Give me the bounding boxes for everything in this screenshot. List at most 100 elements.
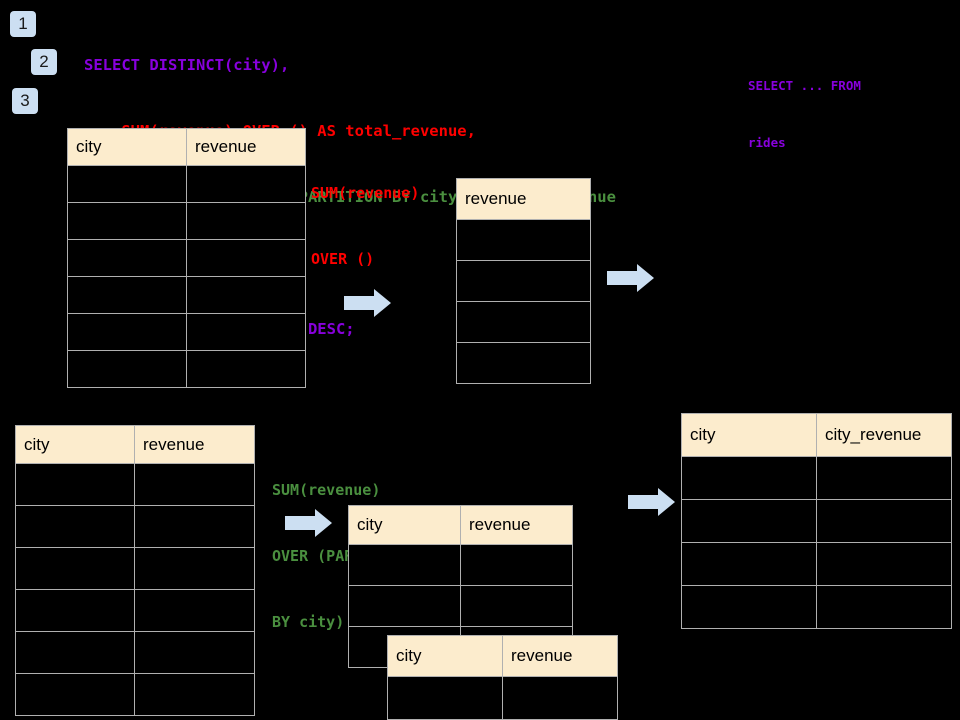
cell-city-revenue: [816, 499, 952, 543]
cell-city: [15, 505, 135, 548]
table-row: [67, 202, 306, 240]
annotation-sum-over-partition-line3: BY city): [272, 613, 345, 631]
cell-revenue: [134, 673, 255, 716]
source-table-bottom: city revenue: [15, 425, 255, 716]
annotation-sum-over-empty-line1: SUM(revenue): [311, 184, 420, 202]
table-row: [681, 585, 952, 629]
column-header-city: city: [681, 413, 817, 457]
column-header-revenue: revenue: [186, 128, 306, 166]
cell-revenue: [134, 547, 255, 590]
table-row: [67, 350, 306, 388]
annotation-sum-over-partition-line1: SUM(revenue): [272, 481, 381, 499]
cell-city: [15, 631, 135, 674]
column-header-city: city: [15, 425, 135, 464]
cell-city: [681, 456, 817, 500]
column-header-revenue: revenue: [456, 178, 591, 220]
cell-revenue: [134, 505, 255, 548]
table-header-row: city revenue: [15, 425, 255, 464]
cell-revenue: [186, 239, 306, 277]
cell-city: [15, 589, 135, 632]
table-row: [67, 165, 306, 203]
table-row: [681, 456, 952, 500]
cell-city: [67, 313, 187, 351]
arrow-partition-to-result: [628, 487, 676, 517]
cell-city: [67, 202, 187, 240]
table-header-row: city city_revenue: [681, 413, 952, 457]
column-header-revenue: revenue: [502, 635, 618, 677]
cell-revenue: [134, 463, 255, 506]
cell-city-revenue: [816, 585, 952, 629]
right-arrow-icon: [607, 264, 654, 292]
cell-city: [681, 585, 817, 629]
cell-revenue: [134, 589, 255, 632]
cell-city: [15, 547, 135, 590]
cell-revenue: [186, 276, 306, 314]
cell-revenue: [456, 342, 591, 384]
table-row: [15, 547, 255, 590]
table-row: [456, 301, 591, 343]
right-arrow-icon: [344, 289, 391, 317]
cell-city: [67, 276, 187, 314]
cell-city: [681, 542, 817, 586]
note-select-from-rides-line2: rides: [748, 135, 786, 150]
cell-city: [387, 676, 503, 720]
arrow-source-to-total: [344, 288, 392, 318]
cell-city: [681, 499, 817, 543]
step-badge-2: 2: [31, 49, 57, 75]
table-row: [15, 589, 255, 632]
column-header-city: city: [348, 505, 461, 545]
cell-city: [67, 239, 187, 277]
column-header-revenue: revenue: [134, 425, 255, 464]
table-header-row: city revenue: [67, 128, 306, 166]
cell-city: [348, 544, 461, 586]
cell-city: [67, 165, 187, 203]
cell-revenue: [186, 350, 306, 388]
total-revenue-table: revenue: [456, 178, 591, 384]
source-table-top: city revenue: [67, 128, 306, 388]
note-select-from-rides-line1: SELECT ... FROM: [748, 78, 861, 93]
table-header-row: city revenue: [387, 635, 618, 677]
table-row: [456, 342, 591, 384]
arrow-total-to-result: [607, 263, 655, 293]
cell-city-revenue: [816, 542, 952, 586]
table-row: [456, 219, 591, 261]
cell-revenue: [460, 544, 573, 586]
step-badge-3: 3: [12, 88, 38, 114]
table-row: [15, 505, 255, 548]
table-row: [348, 585, 573, 627]
cell-revenue: [186, 202, 306, 240]
table-row: [681, 499, 952, 543]
cell-city: [67, 350, 187, 388]
table-row: [15, 463, 255, 506]
table-row: [67, 239, 306, 277]
right-arrow-icon: [285, 509, 332, 537]
result-table: city city_revenue: [681, 413, 952, 629]
sql-line-1: SELECT DISTINCT(city),: [84, 56, 290, 74]
table-header-row: city revenue: [348, 505, 573, 545]
column-header-revenue: revenue: [460, 505, 573, 545]
right-arrow-icon: [628, 488, 675, 516]
table-row: [387, 676, 618, 720]
annotation-sum-over-partition: SUM(revenue) OVER (PARTITION BY city): [272, 435, 407, 677]
cell-revenue: [456, 260, 591, 302]
table-row: [67, 313, 306, 351]
cell-city: [15, 673, 135, 716]
cell-revenue: [186, 165, 306, 203]
cell-city-revenue: [816, 456, 952, 500]
table-row: [681, 542, 952, 586]
arrow-source-to-partition: [285, 508, 333, 538]
table-row: [67, 276, 306, 314]
cell-revenue: [502, 676, 618, 720]
cell-revenue: [456, 219, 591, 261]
annotation-sum-over-empty-line2: OVER (): [311, 250, 375, 268]
partition-table-b: city revenue: [387, 635, 618, 720]
table-row: [15, 631, 255, 674]
cell-city: [15, 463, 135, 506]
cell-revenue: [134, 631, 255, 674]
cell-revenue: [456, 301, 591, 343]
column-header-city: city: [67, 128, 187, 166]
table-row: [15, 673, 255, 716]
column-header-city: city: [387, 635, 503, 677]
cell-revenue: [460, 585, 573, 627]
